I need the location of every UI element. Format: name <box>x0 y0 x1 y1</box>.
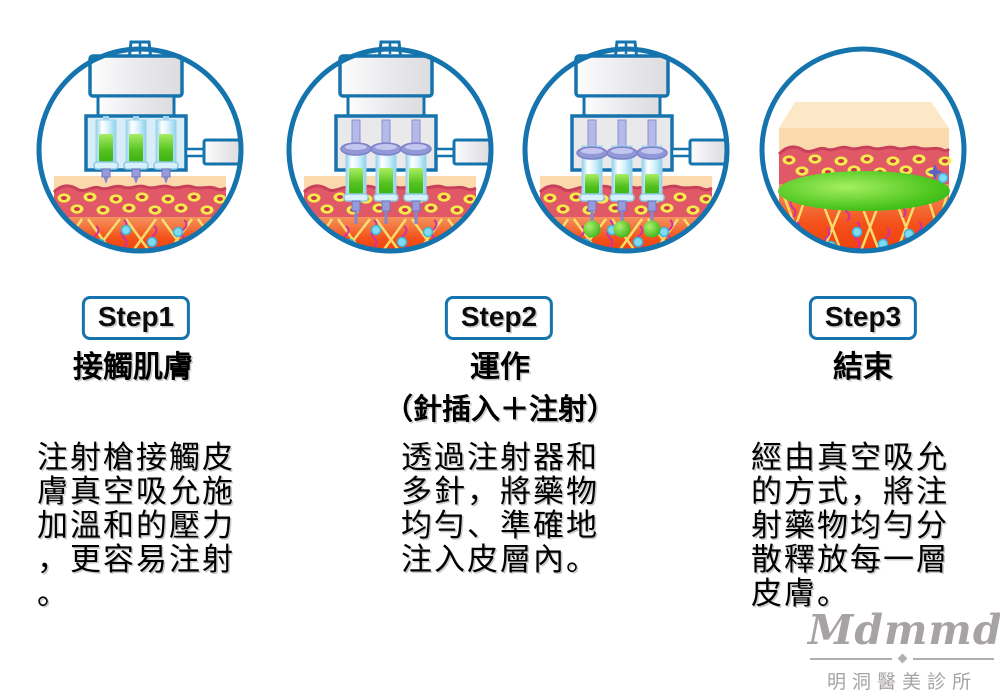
logo-diamond-icon <box>897 653 907 664</box>
skin-drug-dispersed-illustration <box>759 46 967 254</box>
logo-divider-line-right <box>912 657 994 660</box>
clinic-name: 明洞醫美診所 <box>826 671 977 693</box>
logo-divider <box>810 653 994 664</box>
logo-divider-line-left <box>810 657 892 660</box>
step2-subtitle: （針插入＋注射） <box>383 394 617 426</box>
step2-description: 透過注射器和多針，將藥物均勻、準確地注入皮層內。 <box>401 440 599 577</box>
step3-description: 經由真空吸允的方式，將注射藥物均勻分散釋放每一層皮膚。 <box>751 440 949 611</box>
step1-title: 接觸肌膚 <box>73 351 193 384</box>
step3-title: 結束 <box>833 351 893 384</box>
injector-touching-skin-illustration <box>36 40 244 254</box>
clinic-logo: Mdmmd. 明洞醫美診所 <box>808 606 1000 694</box>
step2-badge: Step2 <box>444 296 554 340</box>
step1-description: 注射槍接觸皮膚真空吸允施加溫和的壓力，更容易注射。 <box>37 440 235 611</box>
clinic-brand-wordmark: Mdmmd. <box>808 606 1000 654</box>
injector-needles-inserted-illustration <box>286 40 494 254</box>
step1-badge: Step1 <box>81 296 191 340</box>
step2-title: 運作 <box>470 351 530 384</box>
step3-badge: Step3 <box>808 296 918 340</box>
injector-injecting-drug-illustration <box>522 40 730 254</box>
